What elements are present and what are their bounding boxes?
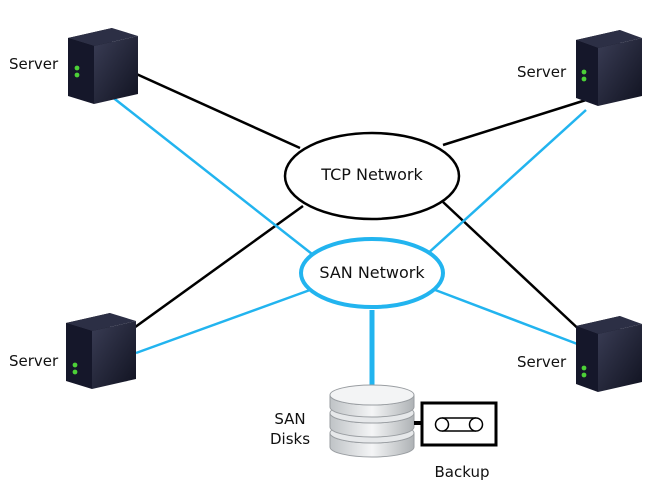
server-label-bottom-right: Server — [517, 353, 567, 371]
san-link-bottom-left — [135, 288, 311, 355]
san-link-top-right — [424, 109, 587, 257]
san-link-bottom-right — [429, 286, 581, 347]
tape-drive-icon — [420, 401, 498, 447]
tcp-link-bottom-left — [119, 204, 304, 340]
tcp-links — [111, 61, 587, 340]
tcp-network-label: TCP Network — [321, 165, 423, 184]
san-links — [96, 84, 587, 392]
san-network-label: SAN Network — [319, 263, 425, 282]
tcp-link-top-left — [111, 61, 301, 150]
server-icon — [66, 313, 136, 389]
disk-stack-icon — [329, 384, 415, 458]
san-disks-label-line1: SAN — [274, 410, 306, 428]
server-icon — [68, 28, 138, 104]
san-link-top-left — [96, 84, 313, 255]
tcp-network-ellipse — [283, 131, 461, 221]
san-disks-label-line2: Disks — [269, 430, 311, 448]
server-icon — [576, 30, 642, 106]
san-network-ellipse — [299, 237, 445, 309]
server-label-bottom-left: Server — [9, 352, 59, 370]
server-label-top-right: Server — [517, 63, 567, 81]
backup-label: Backup — [434, 463, 490, 481]
tcp-link-top-right — [442, 98, 587, 147]
server-label-top-left: Server — [9, 55, 59, 73]
tcp-link-bottom-right — [442, 201, 586, 336]
server-icon — [576, 316, 642, 392]
